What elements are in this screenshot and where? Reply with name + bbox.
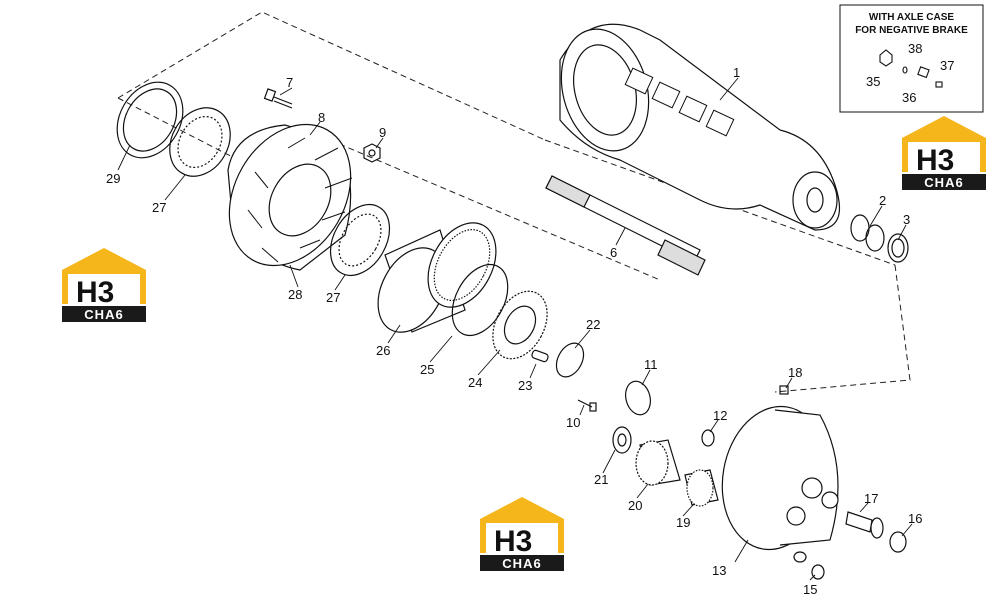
callout-22: 22: [586, 317, 600, 332]
callout-labels: 1 2 3 6 7 8 9 10 11 12 13 15 16 17 18 19…: [106, 41, 954, 597]
part-25-snap-ring: [451, 264, 509, 336]
part-1-axle-housing: [559, 23, 841, 231]
callout-19: 19: [676, 515, 690, 530]
logo-mark: H3: [494, 525, 532, 558]
callout-7: 7: [286, 75, 293, 90]
part-38-washer: [902, 66, 908, 74]
logo-brand-text: CHA6: [84, 307, 123, 322]
part-22-thrust-plate: [555, 342, 585, 378]
callout-12: 12: [713, 408, 727, 423]
part-20-planet-gear: [635, 439, 681, 486]
part-2-ring: [850, 214, 885, 252]
part-19-needle-bearing: [684, 469, 719, 507]
callout-28: 28: [288, 287, 302, 302]
callout-9: 9: [379, 125, 386, 140]
callout-38: 38: [908, 41, 922, 56]
part-16-o-ring: [889, 531, 907, 553]
callout-18: 18: [788, 365, 802, 380]
callout-37: 37: [940, 58, 954, 73]
part-9-nut: [363, 143, 381, 163]
callout-27-left: 27: [152, 200, 166, 215]
callout-17: 17: [864, 491, 878, 506]
part-23-pin: [531, 349, 549, 363]
part-29-seal: [116, 81, 184, 159]
leader-lines: [117, 77, 913, 581]
part-37-screw: [935, 81, 943, 88]
callout-29: 29: [106, 171, 120, 186]
callout-15: 15: [803, 582, 817, 597]
part-27-bearing-left: [169, 107, 231, 177]
callout-36: 36: [902, 90, 916, 105]
logo-brand-text: CHA6: [502, 556, 541, 571]
part-27-bearing-right: [329, 204, 391, 276]
logo-mark: H3: [916, 144, 954, 177]
part-7-stud-bolt: [263, 88, 293, 109]
callout-2: 2: [879, 193, 886, 208]
callout-13: 13: [712, 563, 726, 578]
part-10-bolt: [577, 399, 597, 412]
logo-mark: H3: [76, 276, 114, 309]
callout-6: 6: [610, 245, 617, 260]
part-12-washer: [701, 429, 715, 447]
callout-23: 23: [518, 378, 532, 393]
callout-11: 11: [644, 357, 658, 372]
part-6-axle-shaft: [545, 175, 706, 276]
callout-21: 21: [594, 472, 608, 487]
part-21-thrust-washer: [612, 426, 632, 454]
inset-title-line1: WITH AXLE CASE: [869, 12, 955, 23]
callout-20: 20: [628, 498, 642, 513]
part-18-bolt: [779, 385, 789, 395]
inset-title-line2: FOR NEGATIVE BRAKE: [855, 25, 968, 36]
callout-24: 24: [468, 375, 482, 390]
callout-16: 16: [908, 511, 922, 526]
callout-27-right: 27: [326, 290, 340, 305]
brand-logo-right: H3 CHA6: [902, 116, 986, 190]
callout-25: 25: [420, 362, 434, 377]
part-8-wheel-hub: [227, 123, 353, 271]
part-26-ring-gear-drum: [377, 222, 497, 333]
part-13-planet-carrier: [721, 405, 839, 551]
callout-10: 10: [566, 415, 580, 430]
brand-logo-left: H3 CHA6: [62, 248, 146, 322]
callout-8: 8: [318, 110, 325, 125]
brand-logo-bottom: H3 CHA6: [480, 497, 564, 571]
inset-negative-brake: WITH AXLE CASE FOR NEGATIVE BRAKE: [839, 4, 984, 113]
callout-35: 35: [866, 74, 880, 89]
part-36-valve: [917, 66, 930, 79]
part-17-plug: [845, 511, 884, 539]
logo-brand-text: CHA6: [924, 175, 963, 190]
callout-1: 1: [733, 65, 740, 80]
part-11-circlip: [625, 380, 651, 416]
part-3-washer: [887, 233, 909, 263]
part-24-sun-gear: [492, 290, 548, 360]
callout-26: 26: [376, 343, 390, 358]
part-15-nut: [793, 551, 825, 580]
part-35-nut: [879, 49, 893, 67]
callout-3: 3: [903, 212, 910, 227]
